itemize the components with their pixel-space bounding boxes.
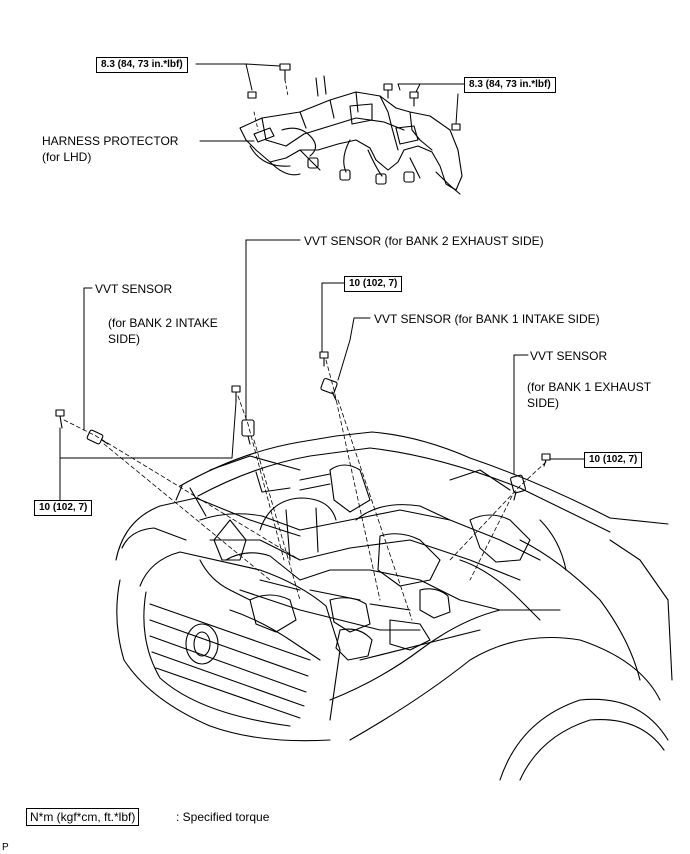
corner-mark: P <box>2 842 9 853</box>
harness-protector-label: HARNESS PROTECTOR <box>42 134 179 148</box>
vvt-bank1-exhaust-note-1: (for BANK 1 EXHAUST <box>527 380 652 394</box>
torque-label-bank1-exhaust: 10 (102, 7) <box>584 452 643 468</box>
vvt-bank2-intake-note-2: SIDE) <box>108 332 141 346</box>
harness-protector-note: (for LHD) <box>42 150 92 164</box>
torque-label-harness-right: 8.3 (84, 73 in.*lbf) <box>464 77 556 93</box>
torque-label-bank1-intake: 10 (102, 7) <box>344 276 403 292</box>
engine-bay-drawing <box>115 431 673 781</box>
sensor-bolts <box>55 351 551 467</box>
harness-protector-drawing <box>239 75 463 195</box>
vvt-bank2-exhaust-label: VVT SENSOR (for BANK 2 EXHAUST SIDE) <box>304 234 544 248</box>
legend-description: : Specified torque <box>176 810 270 824</box>
vvt-bank1-exhaust-title: VVT SENSOR <box>530 349 608 363</box>
torque-label-harness-left: 8.3 (84, 73 in.*lbf) <box>96 57 188 73</box>
vvt-bank2-intake-note-1: (for BANK 2 INTAKE <box>108 316 218 330</box>
legend-unit-box: N*m (kgf*cm, ft.*lbf) <box>26 808 140 826</box>
vvt-sensor-bank2-exhaust <box>241 419 255 445</box>
vvt-bank2-intake-title: VVT SENSOR <box>95 282 173 296</box>
vvt-bank1-exhaust-note-2: SIDE) <box>527 396 560 410</box>
harness-bolts <box>247 63 461 131</box>
torque-label-bank2-intake: 10 (102, 7) <box>34 500 93 516</box>
vvt-sensor-bank1-intake <box>320 377 338 401</box>
vvt-bank1-intake-label: VVT SENSOR (for BANK 1 INTAKE SIDE) <box>374 312 600 326</box>
